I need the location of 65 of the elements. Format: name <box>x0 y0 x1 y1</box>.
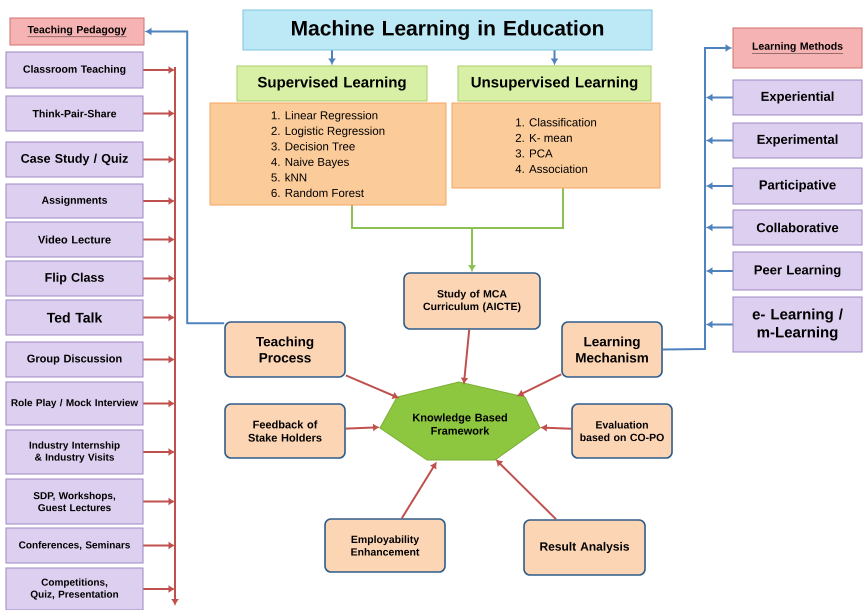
arrow <box>144 542 174 549</box>
arrow <box>345 374 398 399</box>
method-box: Flip Class <box>6 260 144 296</box>
arrow <box>328 50 336 64</box>
arrow <box>146 28 224 324</box>
method-box: Peer Learning <box>732 252 863 290</box>
arrow <box>518 374 562 396</box>
arrow <box>551 50 558 64</box>
arrow <box>144 156 174 163</box>
category-box: Learning Methods <box>732 28 863 68</box>
title-box: Machine Learning in Education <box>242 10 653 50</box>
process-box: Teaching Process <box>224 321 346 378</box>
arrow <box>144 110 174 117</box>
arrow <box>401 462 436 519</box>
merging-arrow <box>468 188 564 271</box>
arrow <box>496 460 557 520</box>
arrow <box>346 424 379 431</box>
arrow <box>461 330 470 384</box>
arrow <box>706 94 733 101</box>
arrow <box>144 400 174 407</box>
category-box: Teaching Pedagogy <box>10 18 144 46</box>
arrow <box>144 66 174 74</box>
process-box: Study of MCA Curriculum (AICTE) <box>403 272 541 330</box>
process-box: Feedback of Stake Holders <box>224 403 346 459</box>
process-box: Result Analysis <box>523 519 646 576</box>
method-box: Participative <box>732 168 863 204</box>
method-box: SDP, Workshops, Guest Lectures <box>6 478 144 524</box>
method-box: Competitions, Quiz, Presentation <box>6 568 144 610</box>
method-box: Collaborative <box>732 210 863 246</box>
header-box: Supervised Learning <box>236 66 428 102</box>
method-box: Video Lecture <box>6 222 144 258</box>
arrow <box>662 44 732 350</box>
list-box: 1. Classification 2. K- mean 3. PCA 4. Association <box>452 102 660 188</box>
method-box: Experimental <box>732 122 863 158</box>
method-box: Role Play / Mock Interview <box>6 382 144 426</box>
arrow <box>144 314 174 321</box>
method-box: Case Study / Quiz <box>6 142 144 178</box>
method-box: Ted Talk <box>6 300 144 336</box>
arrow <box>144 356 174 363</box>
arrow <box>144 448 174 456</box>
arrow <box>144 198 174 204</box>
method-box: Classroom Teaching <box>6 52 144 88</box>
arrow <box>144 586 174 592</box>
method-box: Conferences, Seminars <box>6 528 144 564</box>
header-box: Unsupervised Learning <box>458 66 652 102</box>
list-box: 1. Linear Regression 2. Logistic Regression 3. Decision Tree 4. Naive Bayes 5. kNN 6. Random Forest <box>210 102 446 206</box>
arrow <box>144 275 174 282</box>
arrow <box>706 137 733 144</box>
arrow <box>706 182 733 190</box>
arrow <box>144 236 174 243</box>
arrow <box>541 424 572 431</box>
method-box: Experiential <box>732 80 863 116</box>
process-box: Learning Mechanism <box>561 321 663 378</box>
framework-heptagon: Knowledge Based Framework <box>379 382 541 460</box>
arrow <box>706 224 733 231</box>
process-box: Employability Enhancement <box>324 518 446 573</box>
method-box: Industry Internship & Industry Visits <box>6 430 144 474</box>
method-box: Group Discussion <box>6 342 144 378</box>
arrow <box>706 268 733 274</box>
arrow <box>706 321 733 328</box>
process-box: Evaluation based on CO-PO <box>571 403 673 459</box>
method-box: Assignments <box>6 184 144 218</box>
arrow <box>144 498 174 505</box>
method-box: e- Learning / m-Learning <box>732 296 863 352</box>
method-box: Think-Pair-Share <box>6 96 144 132</box>
